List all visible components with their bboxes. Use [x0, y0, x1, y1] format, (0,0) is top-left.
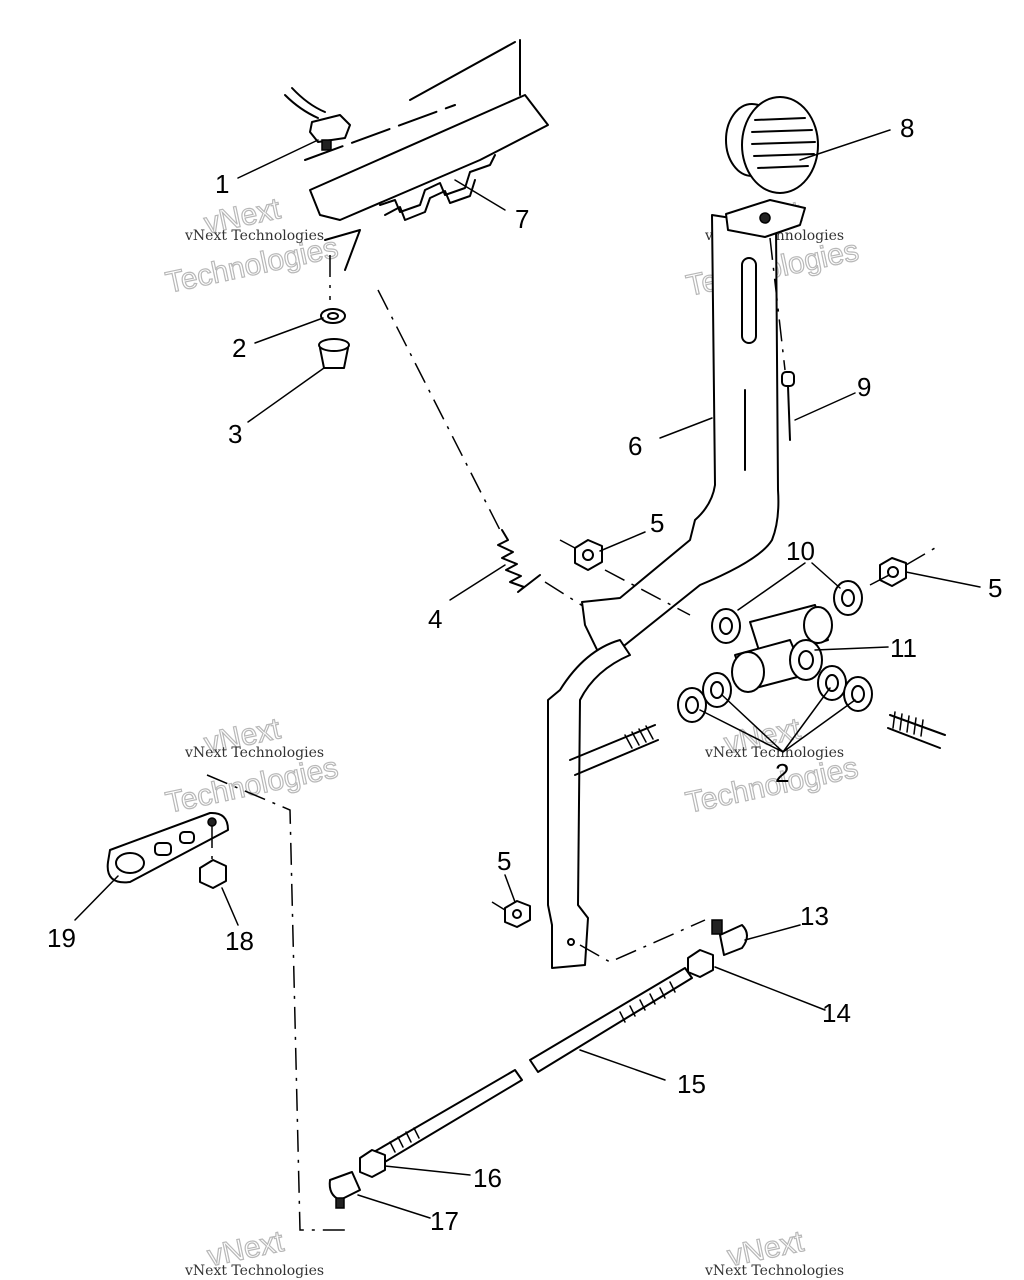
nut-part [199, 859, 227, 889]
callout-5-right: 5 [988, 573, 1002, 603]
assembly-line [905, 547, 936, 566]
threaded-rod [569, 711, 946, 776]
assembly-line [206, 774, 345, 1231]
switch-part [284, 87, 351, 151]
callout-16: 16 [473, 1163, 502, 1193]
assembly-line [604, 569, 691, 616]
watermark-text: vNext Technologies [704, 745, 844, 761]
watermark-text: vNext Technologies [184, 228, 324, 244]
callout-5: 5 [650, 508, 664, 538]
callout-1: 1 [215, 169, 229, 199]
nut-part [504, 900, 531, 928]
assembly-line [869, 571, 896, 586]
washer-part [711, 580, 863, 644]
callout-6: 6 [628, 431, 642, 461]
watermark-mid-right: vNext Technologies [682, 712, 861, 821]
callout-19: 19 [47, 923, 76, 953]
callout-7: 7 [515, 204, 529, 234]
watermark-word: Technologies [683, 751, 861, 820]
bushing-part [318, 338, 350, 369]
brake-rod [359, 967, 693, 1173]
callout-2: 2 [232, 333, 246, 363]
callout-10: 10 [786, 536, 815, 566]
callout-4: 4 [428, 604, 442, 634]
washer-part [677, 665, 873, 723]
frame-bracket [304, 39, 549, 271]
assembly-line [579, 919, 706, 963]
pedal-arm [547, 214, 780, 969]
tee-bushing [731, 604, 833, 693]
rod-end-part [328, 1171, 361, 1209]
watermark-mid-left: vNext Technologies [162, 712, 341, 821]
watermark-text: vNext Technologies [184, 1263, 324, 1279]
assembly-line [559, 539, 576, 549]
callout-5-lower: 5 [497, 846, 511, 876]
washer-part [320, 308, 346, 324]
callout-9: 9 [857, 372, 871, 402]
callout-3: 3 [228, 419, 242, 449]
assembly-line [377, 289, 501, 531]
callout-15: 15 [677, 1069, 706, 1099]
callout-18: 18 [225, 926, 254, 956]
lever-plate [106, 811, 229, 884]
pin-part [781, 371, 795, 441]
callout-17: 17 [430, 1206, 459, 1236]
leader-lines [74, 129, 981, 1219]
watermark-text: vNext Technologies [704, 1263, 844, 1279]
callout-14: 14 [822, 998, 851, 1028]
nut-part [574, 539, 603, 571]
jam-nut-part [359, 1149, 386, 1178]
callout-13: 13 [800, 901, 829, 931]
spring-part [497, 529, 541, 593]
watermark-word: Technologies [163, 751, 341, 820]
jam-nut-part [687, 949, 714, 978]
callout-2-lower: 2 [775, 758, 789, 788]
assembly-line [491, 901, 506, 911]
pedal-pad [725, 96, 819, 238]
callout-8: 8 [900, 113, 914, 143]
nut-part [879, 557, 907, 587]
watermark-text: vNext Technologies [184, 745, 324, 761]
callout-11: 11 [890, 633, 917, 663]
rod-end-part [711, 919, 748, 956]
callout-labels: 1 2 3 4 5 6 7 8 9 10 11 2 5 5 13 14 15 1… [47, 113, 1002, 1236]
